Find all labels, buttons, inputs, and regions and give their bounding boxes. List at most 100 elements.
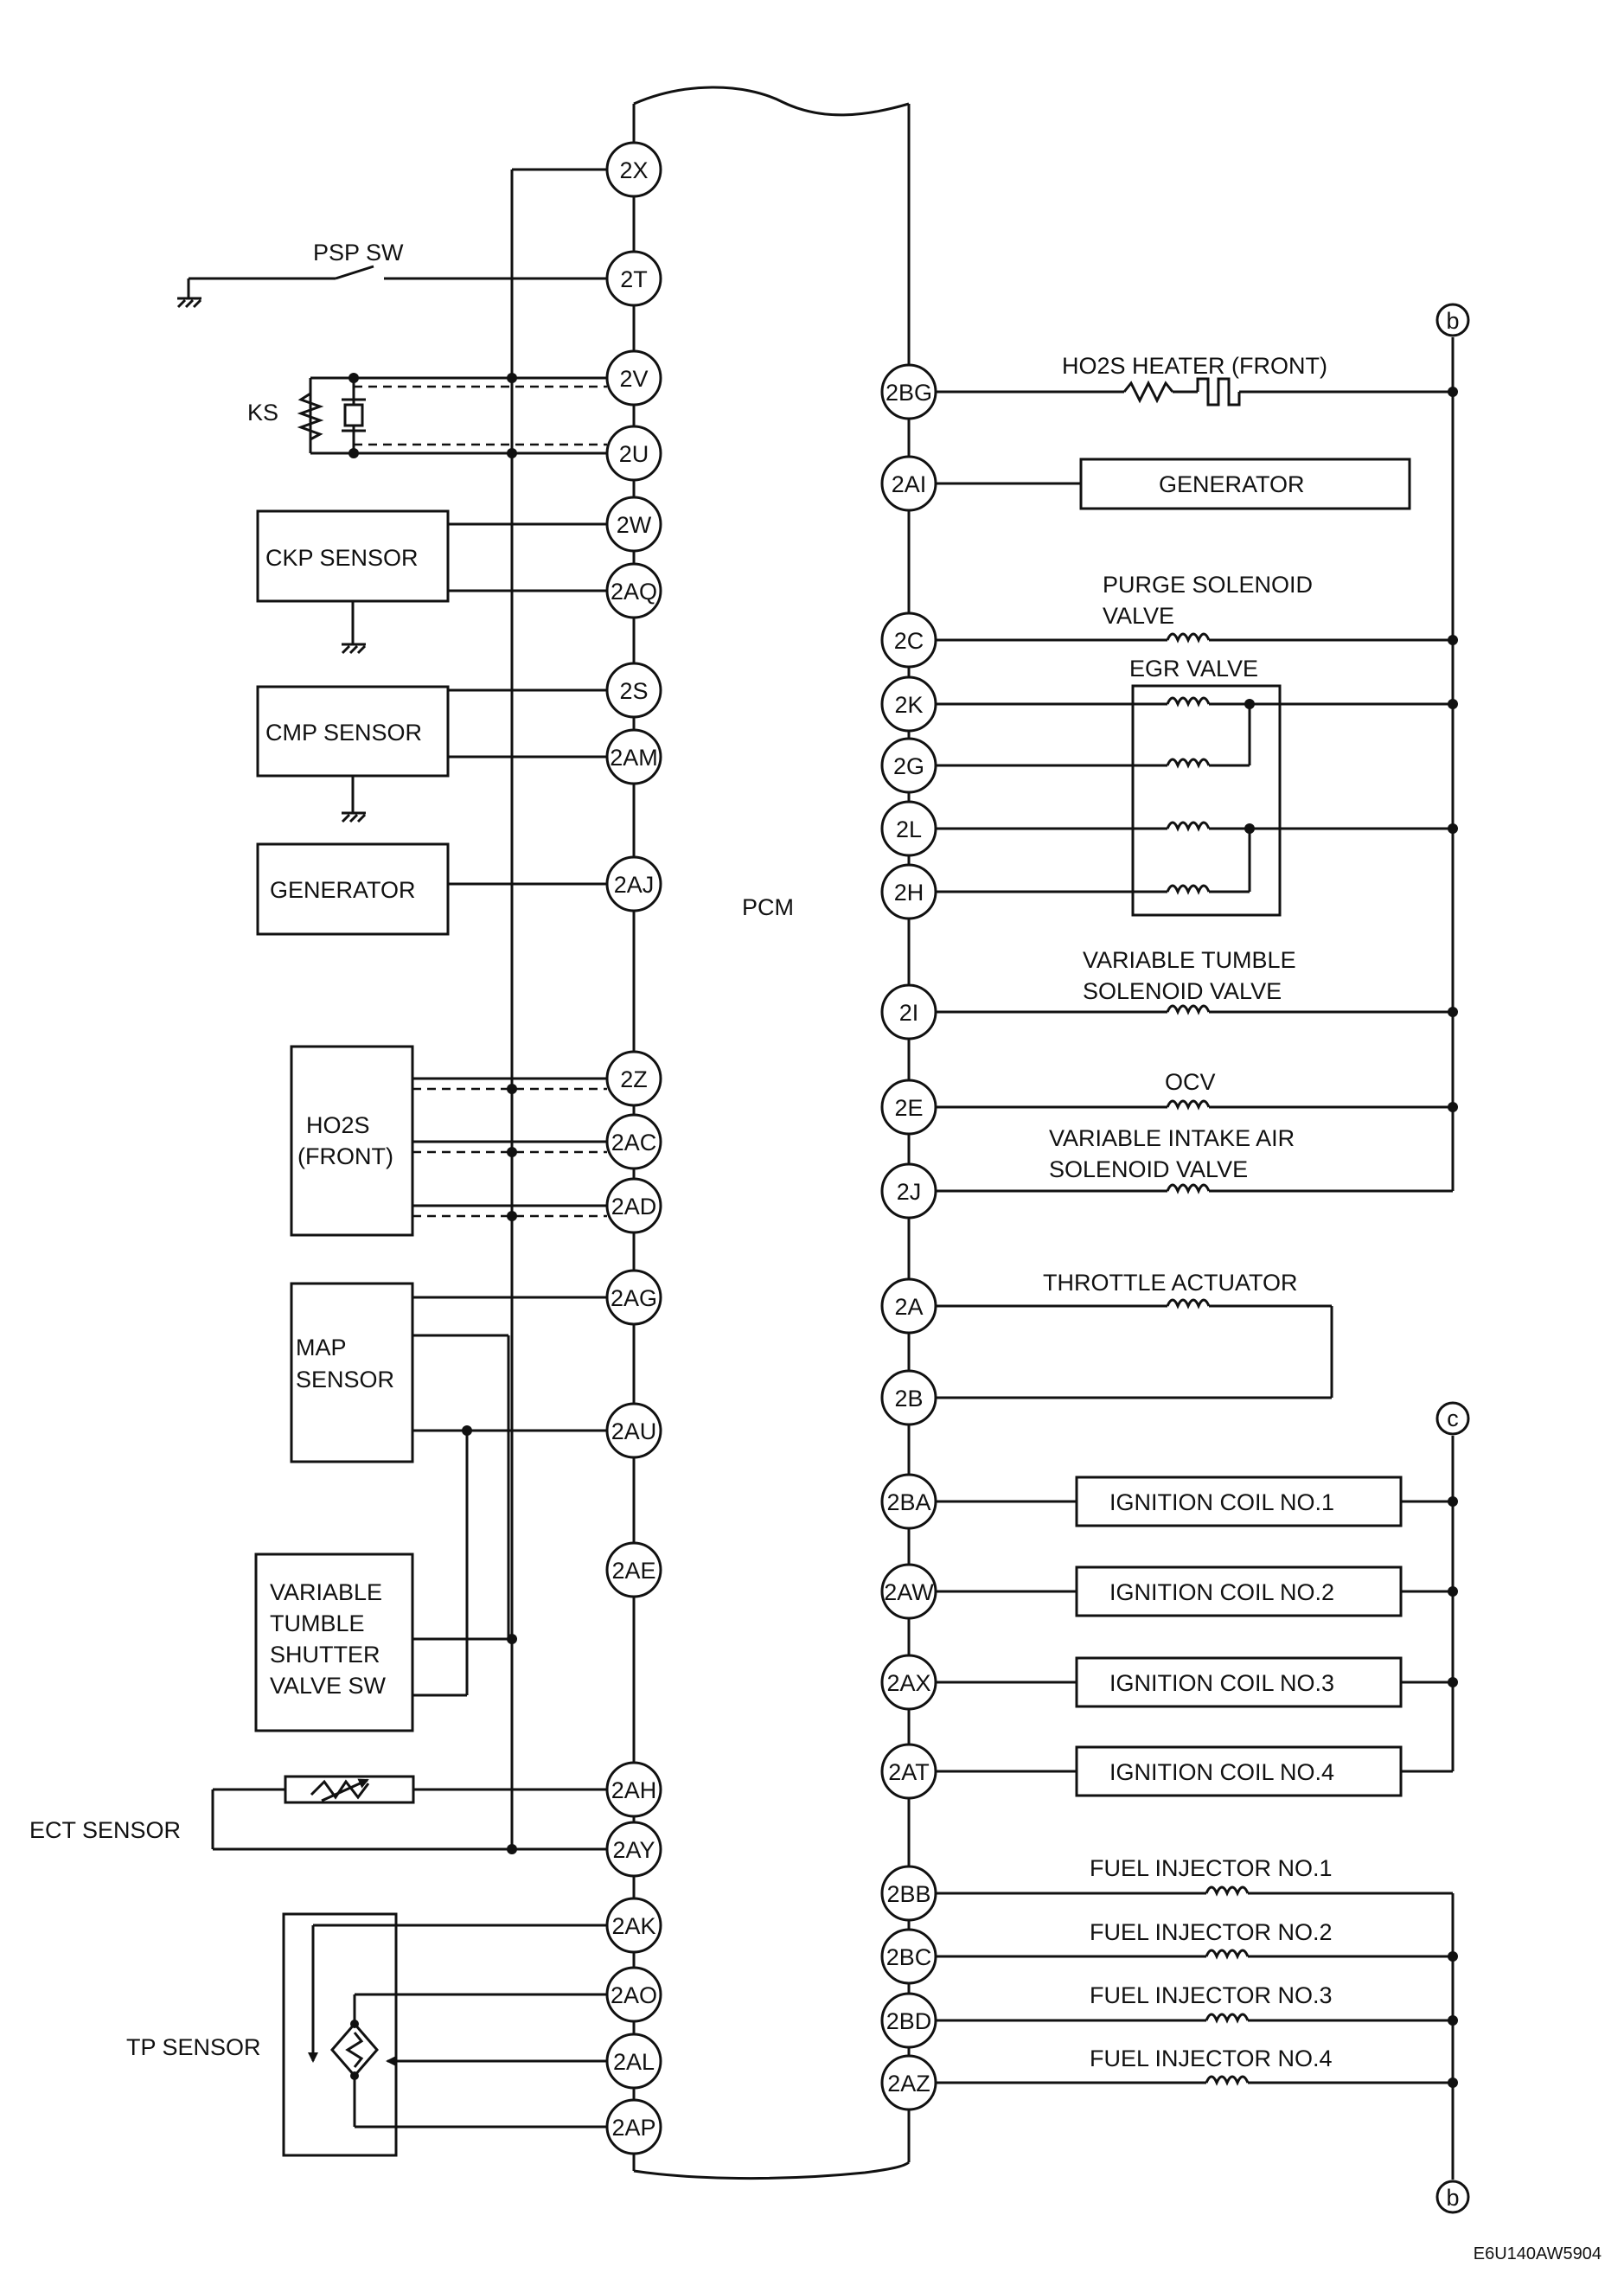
ho2s-label-2: (FRONT) <box>297 1143 393 1169</box>
ho2s-box <box>290 1045 414 1237</box>
vts-sw-box <box>254 1553 414 1732</box>
ign-coil-3-box <box>1075 1656 1403 1708</box>
pin-label: 2AT <box>888 1759 930 1785</box>
pcm-outline <box>632 86 911 2180</box>
ign-coil-1-label: IGNITION COIL NO.1 <box>1109 1489 1334 1515</box>
pin-label: 2AY <box>612 1837 655 1863</box>
injector-1-label: FUEL INJECTOR NO.1 <box>1090 1855 1333 1881</box>
pin-label: 2X <box>619 157 648 183</box>
cmp-sensor-label: CMP SENSOR <box>265 720 422 746</box>
pin-left-2u: 2U <box>605 425 662 482</box>
pin-left-2au: 2AU <box>605 1402 662 1459</box>
pin-left-2aq: 2AQ <box>605 562 662 619</box>
ign-coil-4-box <box>1075 1745 1403 1797</box>
pin-label: 2AM <box>610 745 658 771</box>
svg-text:c: c <box>1447 1405 1459 1431</box>
pin-label: 2AK <box>611 1913 655 1939</box>
map-label-1: MAP <box>296 1335 347 1360</box>
ocv-label: OCV <box>1165 1069 1216 1095</box>
vtsv-label-1: VARIABLE TUMBLE <box>1083 947 1296 973</box>
pin-right-2c: 2C <box>880 611 937 669</box>
pin-right-2l: 2L <box>880 800 937 857</box>
via-label-2: SOLENOID VALVE <box>1049 1156 1248 1182</box>
pin-label: 2BB <box>886 1881 930 1907</box>
pin-label: 2W <box>617 512 652 538</box>
vts-label-2: TUMBLE <box>270 1610 365 1636</box>
pin-label: 2AX <box>886 1670 930 1696</box>
pins-left: 2X2T2V2U2W2AQ2S2AM2AJ2Z2AC2AD2AG2AU2AE2A… <box>605 141 662 2155</box>
pin-left-2ap: 2AP <box>605 2098 662 2155</box>
ign-coil-2-box <box>1075 1565 1403 1617</box>
pin-label: 2BA <box>886 1489 930 1515</box>
svg-text:b: b <box>1446 2185 1459 2211</box>
vts-label-1: VARIABLE <box>270 1579 382 1605</box>
pin-left-2ah: 2AH <box>605 1761 662 1818</box>
pin-right-2h: 2H <box>880 863 937 920</box>
right-wiring <box>936 337 1458 2180</box>
pin-label: 2BC <box>886 1944 932 1970</box>
ect-sensor-label: ECT SENSOR <box>29 1817 181 1843</box>
generator-right-box <box>1079 458 1411 510</box>
pin-label: 2V <box>619 366 648 392</box>
map-label-2: SENSOR <box>296 1367 394 1392</box>
pin-label: 2K <box>894 692 923 718</box>
generator-right-label: GENERATOR <box>1159 471 1305 497</box>
pin-label: 2AC <box>611 1130 657 1156</box>
ho2s-label-1: HO2S <box>306 1112 370 1138</box>
pin-label: 2AH <box>611 1777 657 1803</box>
pin-label: 2AU <box>611 1418 657 1444</box>
pin-left-2al: 2AL <box>605 2033 662 2090</box>
svg-text:b: b <box>1446 308 1459 334</box>
drawing-code: E6U140AW5904 <box>1474 2244 1602 2263</box>
pin-right-2g: 2G <box>880 737 937 794</box>
pin-right-2ax: 2AX <box>880 1654 937 1711</box>
pin-label: 2AO <box>611 1982 657 2008</box>
pin-right-2bc: 2BC <box>880 1928 937 1985</box>
pin-left-2ay: 2AY <box>605 1821 662 1878</box>
pin-right-2aw: 2AW <box>880 1563 937 1620</box>
pin-label: 2I <box>899 1000 919 1026</box>
pin-left-2w: 2W <box>605 496 662 553</box>
ref-c: c <box>1435 1401 1470 1436</box>
pin-left-2t: 2T <box>605 250 662 307</box>
pin-left-2am: 2AM <box>605 728 662 785</box>
pin-label: 2C <box>894 628 924 654</box>
pin-right-2at: 2AT <box>880 1743 937 1800</box>
pin-label: 2AE <box>611 1558 655 1584</box>
pin-label: 2L <box>896 816 922 842</box>
pin-left-2z: 2Z <box>605 1050 662 1107</box>
pin-left-2s: 2S <box>605 662 662 719</box>
pin-label: 2AJ <box>614 872 655 898</box>
purge-label-1: PURGE SOLENOID <box>1103 572 1313 598</box>
pin-right-2j: 2J <box>880 1162 937 1220</box>
pin-label: 2AZ <box>887 2071 930 2097</box>
pin-label: 2T <box>620 266 648 292</box>
ckp-sensor-box <box>256 509 450 603</box>
pin-label: 2S <box>619 678 648 704</box>
injector-4-label: FUEL INJECTOR NO.4 <box>1090 2046 1333 2071</box>
pin-left-2ad: 2AD <box>605 1177 662 1234</box>
pin-label: 2AI <box>892 471 927 497</box>
egr-valve-label: EGR VALVE <box>1129 656 1258 682</box>
generator-left-box <box>256 842 450 936</box>
pin-label: 2B <box>894 1386 923 1412</box>
ho2s-heater-label: HO2S HEATER (FRONT) <box>1062 353 1327 379</box>
pin-right-2bb: 2BB <box>880 1865 937 1922</box>
pin-label: 2J <box>897 1179 922 1205</box>
pin-label: 2AL <box>613 2049 655 2075</box>
injector-3-label: FUEL INJECTOR NO.3 <box>1090 1982 1333 2008</box>
psp-sw-label: PSP SW <box>313 240 404 266</box>
ks-label: KS <box>247 400 278 426</box>
ckp-sensor-label: CKP SENSOR <box>265 545 419 571</box>
pin-label: 2Z <box>620 1066 648 1092</box>
pin-right-2ba: 2BA <box>880 1473 937 1530</box>
pin-label: 2G <box>893 753 924 779</box>
pin-left-2ac: 2AC <box>605 1113 662 1170</box>
pin-label: 2BD <box>886 2008 932 2034</box>
ign-coil-3-label: IGNITION COIL NO.3 <box>1109 1670 1334 1696</box>
pins-right: 2BG2AI2C2K2G2L2H2I2E2J2A2B2BA2AW2AX2AT2B… <box>880 363 937 2111</box>
pin-right-2az: 2AZ <box>880 2054 937 2111</box>
pin-left-2aj: 2AJ <box>605 855 662 912</box>
pin-label: 2E <box>894 1095 923 1121</box>
throttle-actuator-label: THROTTLE ACTUATOR <box>1043 1270 1298 1296</box>
